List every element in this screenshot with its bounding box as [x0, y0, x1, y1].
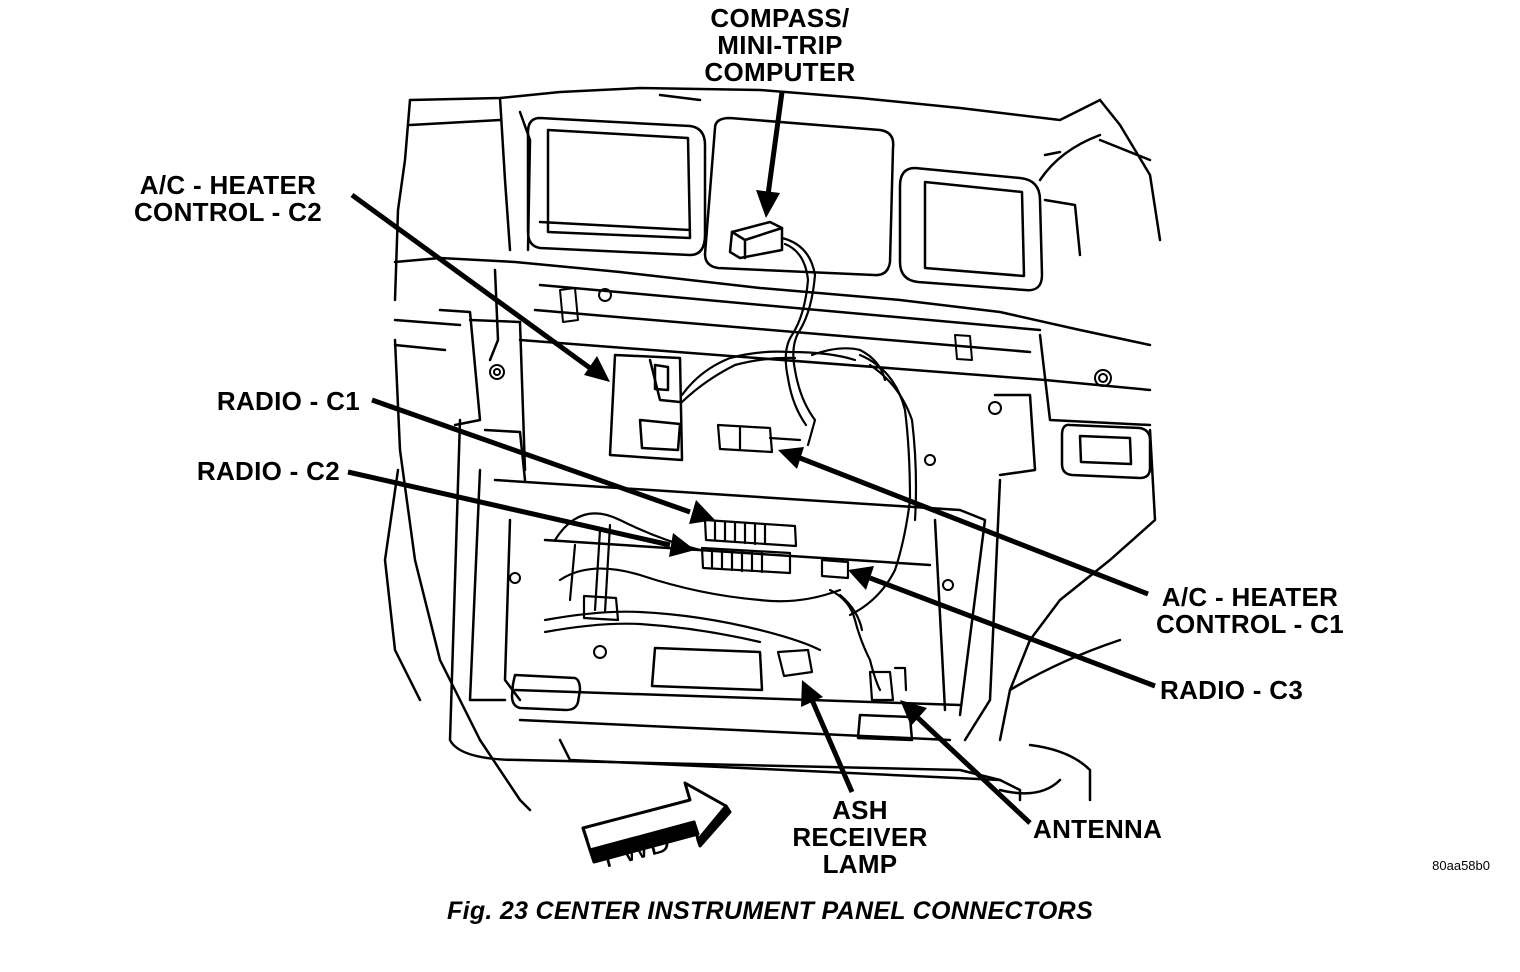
ash-receiver-lamp-label: ASH RECEIVER LAMP: [792, 795, 928, 879]
right-air-vent: [898, 133, 1102, 292]
bolt-heads: [489, 287, 1112, 659]
arrowheads: [584, 190, 927, 726]
radio-c1-connector: [703, 518, 798, 548]
ash-lamp-connector: [582, 594, 814, 678]
leader-lines: [347, 91, 1156, 825]
compass-mini-trip-computer-label: COMPASS/ MINI-TRIP COMPUTER: [704, 3, 856, 87]
radio-c3-label: RADIO - C3: [1160, 675, 1304, 705]
radio-cavity: [448, 418, 1002, 782]
antenna-label: ANTENNA: [1033, 814, 1163, 844]
wiring-harness: [543, 236, 918, 692]
radio-c2-connector: [700, 546, 792, 575]
radio-c3-connector: [820, 558, 850, 580]
ac-heater-control-c2-label: A/C - HEATER CONTROL - C2: [133, 170, 322, 227]
left-air-vent: [526, 116, 707, 257]
ac-heater-control-c1-label: A/C - HEATER CONTROL - C1: [1155, 582, 1344, 639]
figure-id: 80aa58b0: [1432, 858, 1490, 873]
compass-connector: [728, 220, 784, 260]
ac-heater-control-module: [608, 353, 684, 462]
fwd-arrow: [581, 781, 732, 864]
antenna-connector: [868, 666, 908, 702]
switch-opening: [1060, 423, 1152, 480]
dash-top-outline: [393, 86, 1162, 302]
heater-c1-connector: [716, 423, 802, 454]
mounting-bracket: [393, 256, 1152, 477]
compass-bezel: [703, 116, 895, 277]
radio-c1-label: RADIO - C1: [216, 386, 360, 416]
radio-c2-label: RADIO - C2: [196, 456, 340, 486]
lower-dash-contour: [383, 338, 1157, 812]
figure-caption: Fig. 23 CENTER INSTRUMENT PANEL CONNECTO…: [447, 897, 1093, 925]
